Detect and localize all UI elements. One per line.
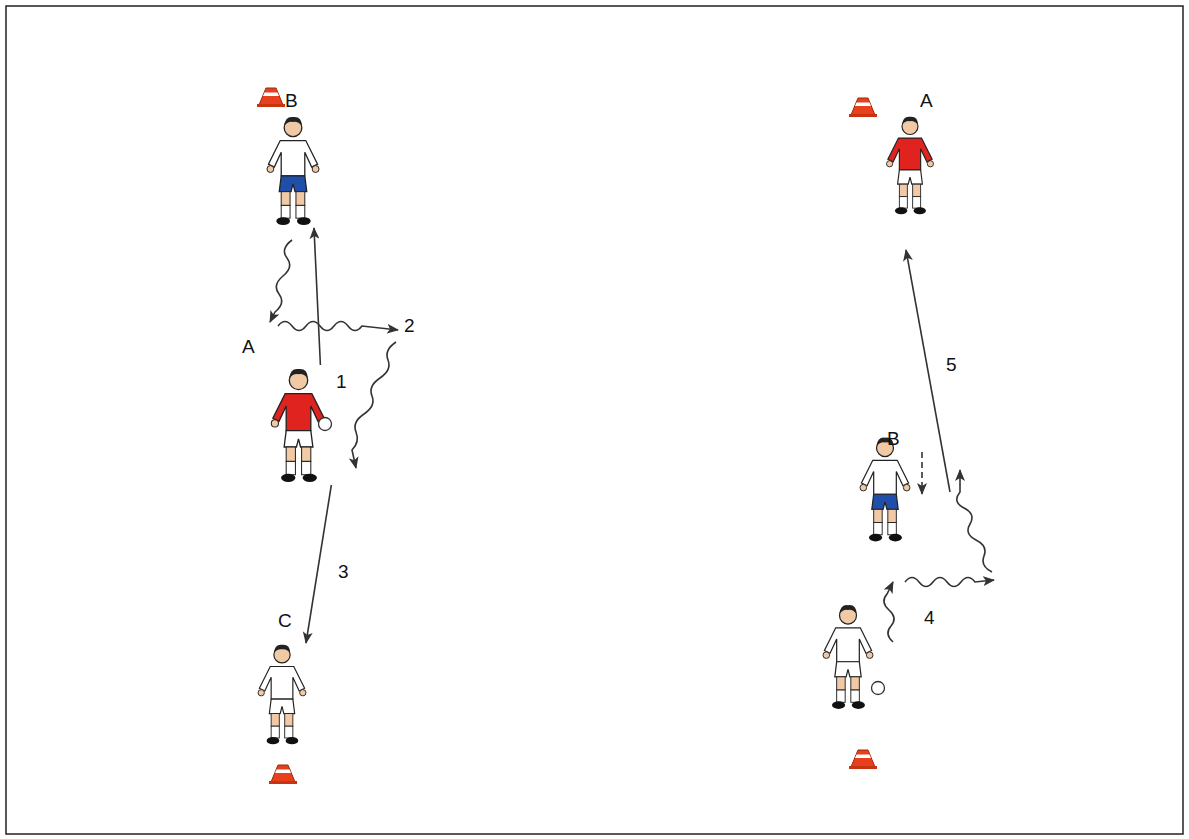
pass-arrow [314,228,320,365]
player-node: A [262,365,335,485]
player-node: A [878,115,942,217]
player-node: B [852,455,918,548]
player-letter: C [278,611,292,630]
player-node: B [258,115,328,228]
player-letter: A [242,337,255,356]
player-letter: B [887,429,900,448]
player-letter: B [285,91,298,110]
step-number: 5 [946,355,957,374]
pass-arrow [306,485,331,643]
step-number: 4 [924,608,935,627]
pass-number: 1 [336,372,347,391]
player-letter: A [920,91,933,110]
player-node: C [242,643,322,747]
step-number: 2 [404,316,415,335]
pass-number: 3 [338,562,349,581]
